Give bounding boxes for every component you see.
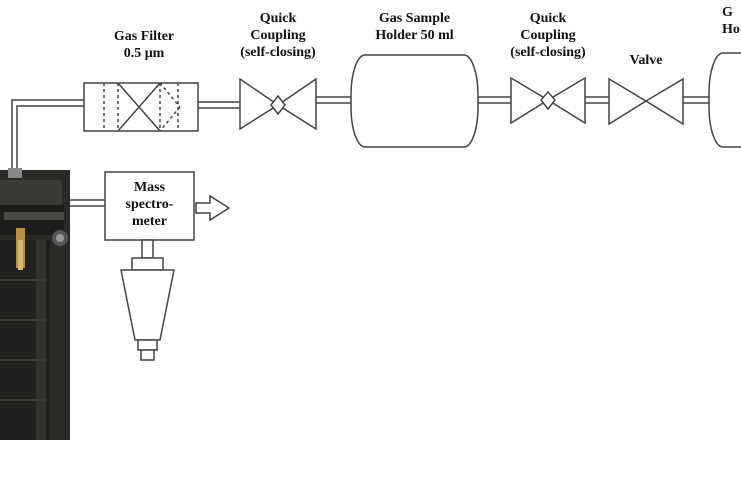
mass-spectrometer-box — [104, 171, 195, 241]
reactor-vessel — [0, 168, 70, 440]
gas-filter — [83, 82, 199, 132]
quick-coupling-1-label-line3: (self-closing) — [240, 45, 316, 60]
pipe-qc1-holder — [316, 96, 351, 104]
mass-spectrometer-label-line3: meter — [132, 214, 167, 229]
second-holder-label-line2: Ho — [722, 22, 740, 37]
valve — [608, 77, 648, 126]
pipe-filter-qc1 — [198, 101, 240, 109]
gas-sample-holder-label-line1: Gas Sample — [378, 11, 451, 26]
mass-spectrometer-label-line1: Mass — [133, 180, 166, 195]
gas-sample-holder-label-line2: Holder 50 ml — [375, 28, 454, 43]
quick-coupling-1-label-line2: Coupling — [250, 28, 306, 43]
pipe-holder-qc2 — [478, 96, 511, 104]
quick-coupling-1 — [239, 77, 280, 131]
pipe-valve-holder2 — [683, 96, 709, 104]
quick-coupling-2 — [510, 76, 550, 125]
valve-label: Valve — [611, 52, 681, 69]
quick-coupling-1-label-line1: Quick — [259, 11, 297, 26]
quick-coupling-2-label-line3: (self-closing) — [510, 45, 586, 60]
gas-filter-label: Gas Filter 0.5 μm — [99, 28, 189, 62]
vacuum-pump — [120, 269, 175, 341]
second-holder-label-partial: G Ho — [722, 4, 741, 38]
pipe-qc2-valve — [585, 96, 609, 104]
second-holder-partial — [708, 52, 741, 148]
gas-sample-holder-label: Gas Sample Holder 50 ml — [351, 10, 478, 44]
gas-filter-label-line1: Gas Filter — [113, 29, 175, 44]
inlet-pipe — [11, 99, 84, 170]
gas-filter-label-line2: 0.5 μm — [123, 46, 165, 61]
quick-coupling-2-label-line2: Coupling — [520, 28, 576, 43]
outlet-arrow — [195, 194, 231, 222]
second-holder-label-line1: G — [722, 5, 733, 20]
quick-coupling-2-label: Quick Coupling (self-closing) — [497, 10, 599, 61]
mass-spectrometer-label: Mass spectro- meter — [105, 179, 194, 230]
mass-spectrometer-label-line2: spectro- — [125, 197, 174, 212]
quick-coupling-2-label-line1: Quick — [529, 11, 567, 26]
valve-label-text: Valve — [629, 53, 663, 68]
quick-coupling-1-label: Quick Coupling (self-closing) — [228, 10, 328, 61]
gas-sample-holder — [350, 54, 479, 148]
